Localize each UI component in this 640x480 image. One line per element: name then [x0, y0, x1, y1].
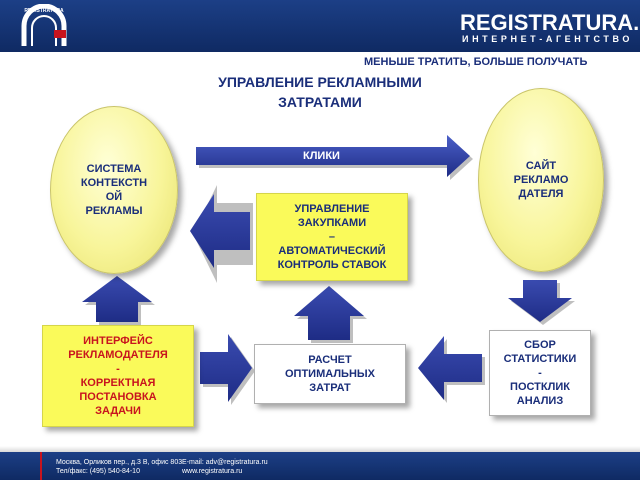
advertiser-site-node: САЙТ РЕКЛАМО ДАТЕЛЯ — [478, 88, 604, 272]
registratura-logo: REGISTRATURA — [21, 4, 67, 46]
arrow-calc-to-purchase — [294, 286, 367, 343]
arrow-site-to-stats — [508, 280, 575, 325]
clicks-label: КЛИКИ — [303, 150, 340, 162]
statistics-node: СБОР СТАТИСТИКИ - ПОСТКЛИК АНАЛИЗ — [489, 330, 591, 416]
advertiser-interface-label: ИНТЕРФЕЙС РЕКЛАМОДАТЕЛЯ - КОРРЕКТНАЯ ПОС… — [68, 335, 168, 417]
footer-site-link[interactable]: www.registratura.ru — [182, 468, 243, 475]
title-line-2: ЗАТРАТАМИ — [278, 94, 362, 110]
purchase-management-label: УПРАВЛЕНИЕ ЗАКУПКАМИ – АВТОМАТИЧЕСКИЙ КО… — [277, 203, 387, 271]
page-title: УПРАВЛЕНИЕ РЕКЛАМНЫМИ ЗАТРАТАМИ — [190, 72, 450, 112]
footer-bar: Москва, Орликов пер., д.3 В, офис 803 Те… — [0, 452, 640, 480]
context-system-label: СИСТЕМА КОНТЕКСТН ОЙ РЕКЛАМЫ — [80, 163, 148, 217]
context-system-node: СИСТЕМА КОНТЕКСТН ОЙ РЕКЛАМЫ — [50, 106, 178, 274]
cost-calculation-label: РАСЧЕТ ОПТИМАЛЬНЫХ ЗАТРАТ — [284, 354, 375, 394]
header-bar: REGISTRATURA REGISTRATURA.RU ИНТЕРНЕТ-АГ… — [0, 0, 640, 52]
clicks-arrow — [196, 135, 473, 180]
arrow-stats-to-calc — [418, 336, 485, 403]
arrow-interface-to-context — [82, 276, 155, 325]
brand-name: REGISTRATURA.RU — [460, 10, 640, 35]
logo-text: REGISTRATURA — [24, 8, 64, 14]
slogan: МЕНЬШЕ ТРАТИТЬ, БОЛЬШЕ ПОЛУЧАТЬ — [364, 56, 588, 68]
footer-phone: Тел/факс: (495) 540-84-10 — [56, 468, 140, 475]
brand-subtitle: ИНТЕРНЕТ-АГЕНТСТВО — [462, 34, 633, 44]
footer-address: Москва, Орликов пер., д.3 В, офис 803 — [56, 459, 183, 466]
advertiser-interface-node: ИНТЕРФЕЙС РЕКЛАМОДАТЕЛЯ - КОРРЕКТНАЯ ПОС… — [42, 325, 194, 427]
advertiser-site-label: САЙТ РЕКЛАМО ДАТЕЛЯ — [513, 160, 569, 200]
footer-accent — [40, 452, 42, 480]
title-line-1: УПРАВЛЕНИЕ РЕКЛАМНЫМИ — [218, 74, 422, 90]
statistics-label: СБОР СТАТИСТИКИ - ПОСТКЛИК АНАЛИЗ — [503, 339, 577, 407]
footer-shadow — [0, 446, 640, 452]
arrow-to-context-system — [190, 185, 253, 283]
purchase-management-node: УПРАВЛЕНИЕ ЗАКУПКАМИ – АВТОМАТИЧЕСКИЙ КО… — [256, 193, 408, 281]
footer-email[interactable]: E-mail: adv@registratura.ru — [182, 459, 268, 466]
arrow-interface-to-calc — [200, 334, 255, 405]
cost-calculation-node: РАСЧЕТ ОПТИМАЛЬНЫХ ЗАТРАТ — [254, 344, 406, 404]
